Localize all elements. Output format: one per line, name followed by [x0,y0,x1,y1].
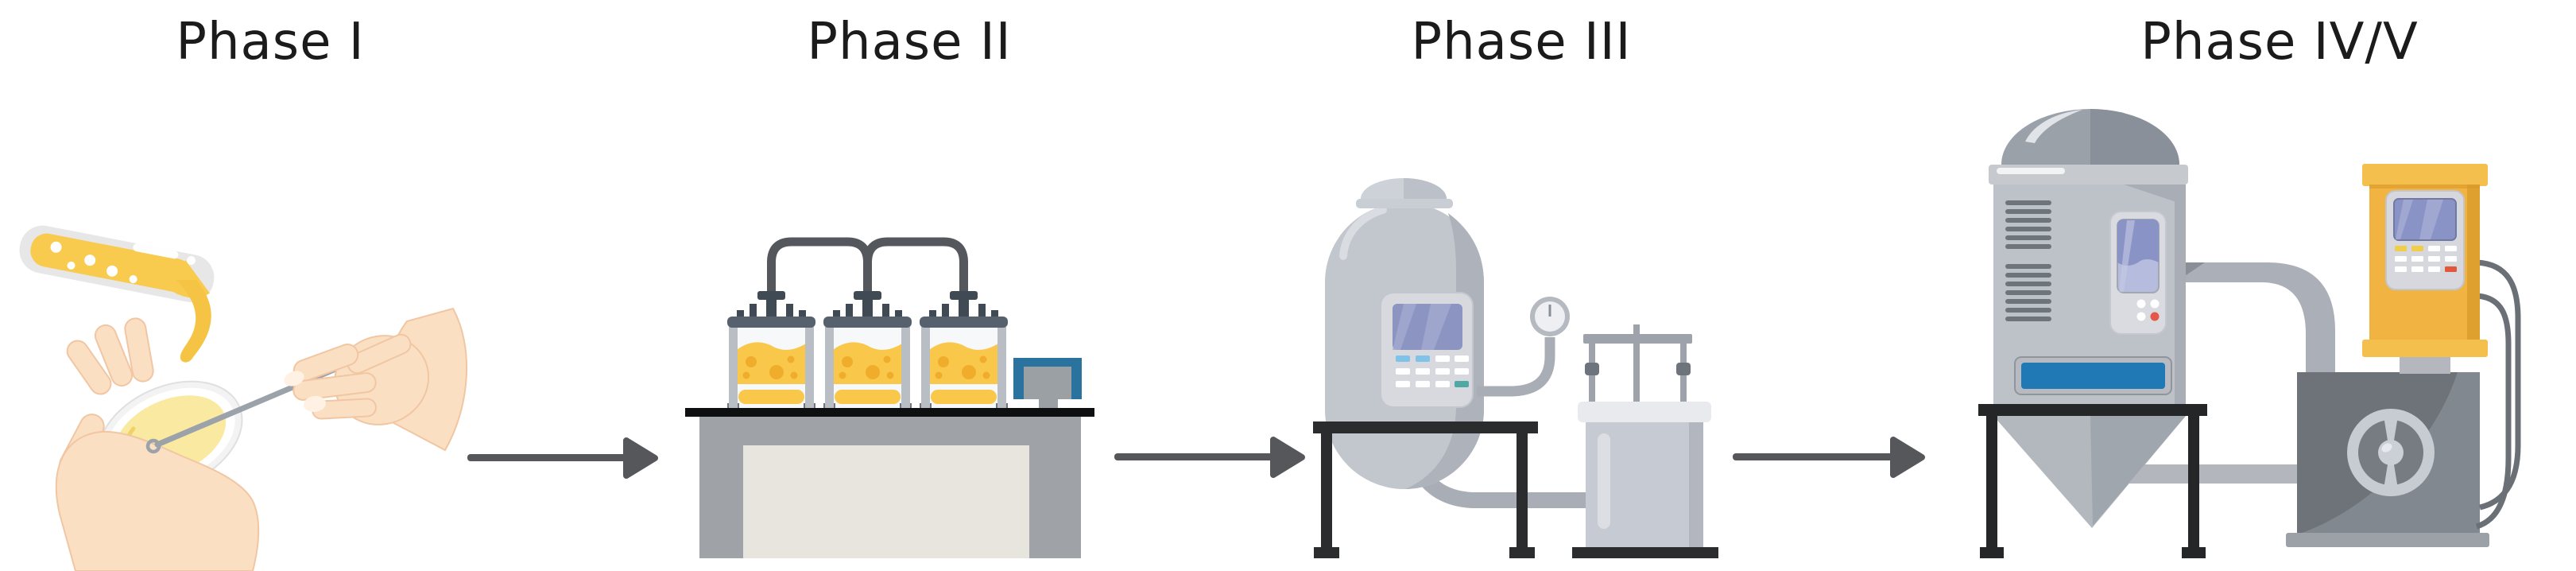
harvest-vessel-icon [1572,324,1718,558]
status-display-icon [2014,356,2172,395]
pressure-gauge-icon [1477,297,1570,397]
fermenter-tank-icon [1989,109,2188,528]
vent-slats-icon [2005,200,2051,321]
phase-3-illustration [1313,178,1718,558]
console-pedestal-icon [2400,355,2450,374]
arrow-right-icon [1733,437,1925,478]
phase-1-illustration [19,225,468,571]
lab-bench-icon [685,408,1094,558]
tank-stand-icon [1313,421,1538,558]
right-hand-icon [284,307,468,452]
tank-panel-icon [2109,211,2167,335]
pour-stream-icon [176,280,211,363]
phase-2-illustration [685,237,1094,558]
arrow-right-icon [1114,437,1305,478]
left-hand-icon [66,317,154,395]
pump-unit-icon [2286,372,2489,547]
phase-4-label: Phase IV/V [2140,13,2419,72]
left-hand-palm-icon [55,414,260,571]
test-tube-icon [19,225,215,302]
cables-icon [2475,259,2521,530]
phase-2-label: Phase II [807,13,1012,72]
fermenter-stand-icon [1978,404,2207,558]
phase-3-label: Phase III [1411,13,1632,72]
control-panel-icon [1380,292,1474,408]
valve-wheel-icon [2347,409,2435,496]
console-keypad-icon [2395,246,2457,272]
phase-1-label: Phase I [176,13,365,72]
top-pipe-icon [2178,262,2335,372]
keypad-icon [1396,355,1469,387]
control-console-icon [2362,164,2488,357]
monitor-icon [1013,358,1082,410]
phase-4-illustration [1978,109,2521,558]
tubing-icon [767,237,968,312]
arrow-right-icon [467,437,658,479]
